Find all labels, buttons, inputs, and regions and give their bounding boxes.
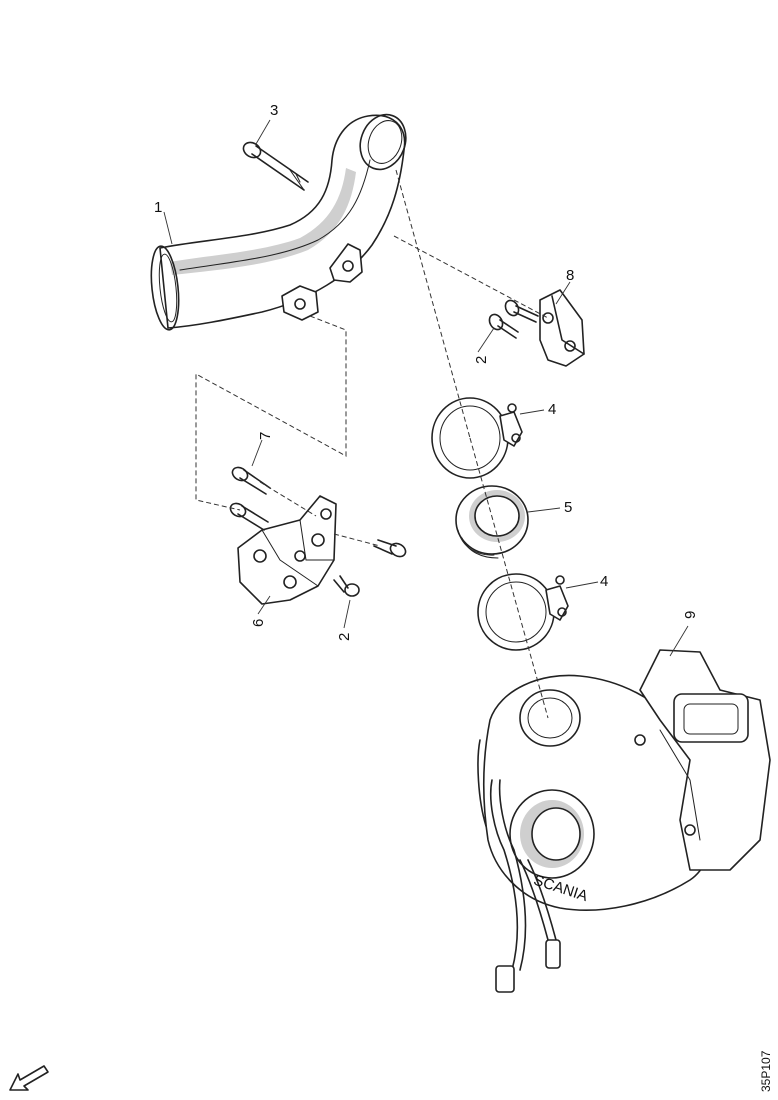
callout-9: 9 xyxy=(682,611,699,619)
callout-8: 8 xyxy=(566,267,574,284)
callout-7: 7 xyxy=(257,432,274,440)
clamp-upper xyxy=(431,397,523,479)
bolt-long xyxy=(242,141,309,191)
assembly-lines xyxy=(163,119,689,719)
drawing-code: 35P107 xyxy=(759,1050,773,1092)
clamp-lower xyxy=(477,573,569,651)
callouts: 3 1 8 2 4 5 4 7 6 2 9 xyxy=(154,102,699,641)
rubber-sleeve xyxy=(455,485,529,559)
turbocharger xyxy=(477,649,771,993)
callout-6: 6 xyxy=(250,619,267,627)
callout-2-lower: 2 xyxy=(336,633,353,641)
callout-2-upper: 2 xyxy=(473,356,490,364)
callout-4-lower: 4 xyxy=(600,573,608,590)
bracket-lower xyxy=(237,495,337,605)
callout-3: 3 xyxy=(270,102,278,119)
bolt-bracket-lower-4 xyxy=(333,575,360,597)
bolt-bracket-upper xyxy=(504,299,539,323)
bolt-short-upper xyxy=(488,313,519,339)
bolt-bracket-lower-3 xyxy=(373,539,407,558)
bolt-bracket-lower-1 xyxy=(231,466,271,495)
callout-5: 5 xyxy=(564,499,572,516)
bolt-bracket-lower-2 xyxy=(229,502,269,531)
callout-1: 1 xyxy=(154,199,162,216)
bracket-upper xyxy=(539,289,585,367)
callout-4-upper: 4 xyxy=(548,401,556,418)
arrow-down-left-icon xyxy=(9,1065,49,1091)
charge-air-pipe xyxy=(150,113,407,331)
